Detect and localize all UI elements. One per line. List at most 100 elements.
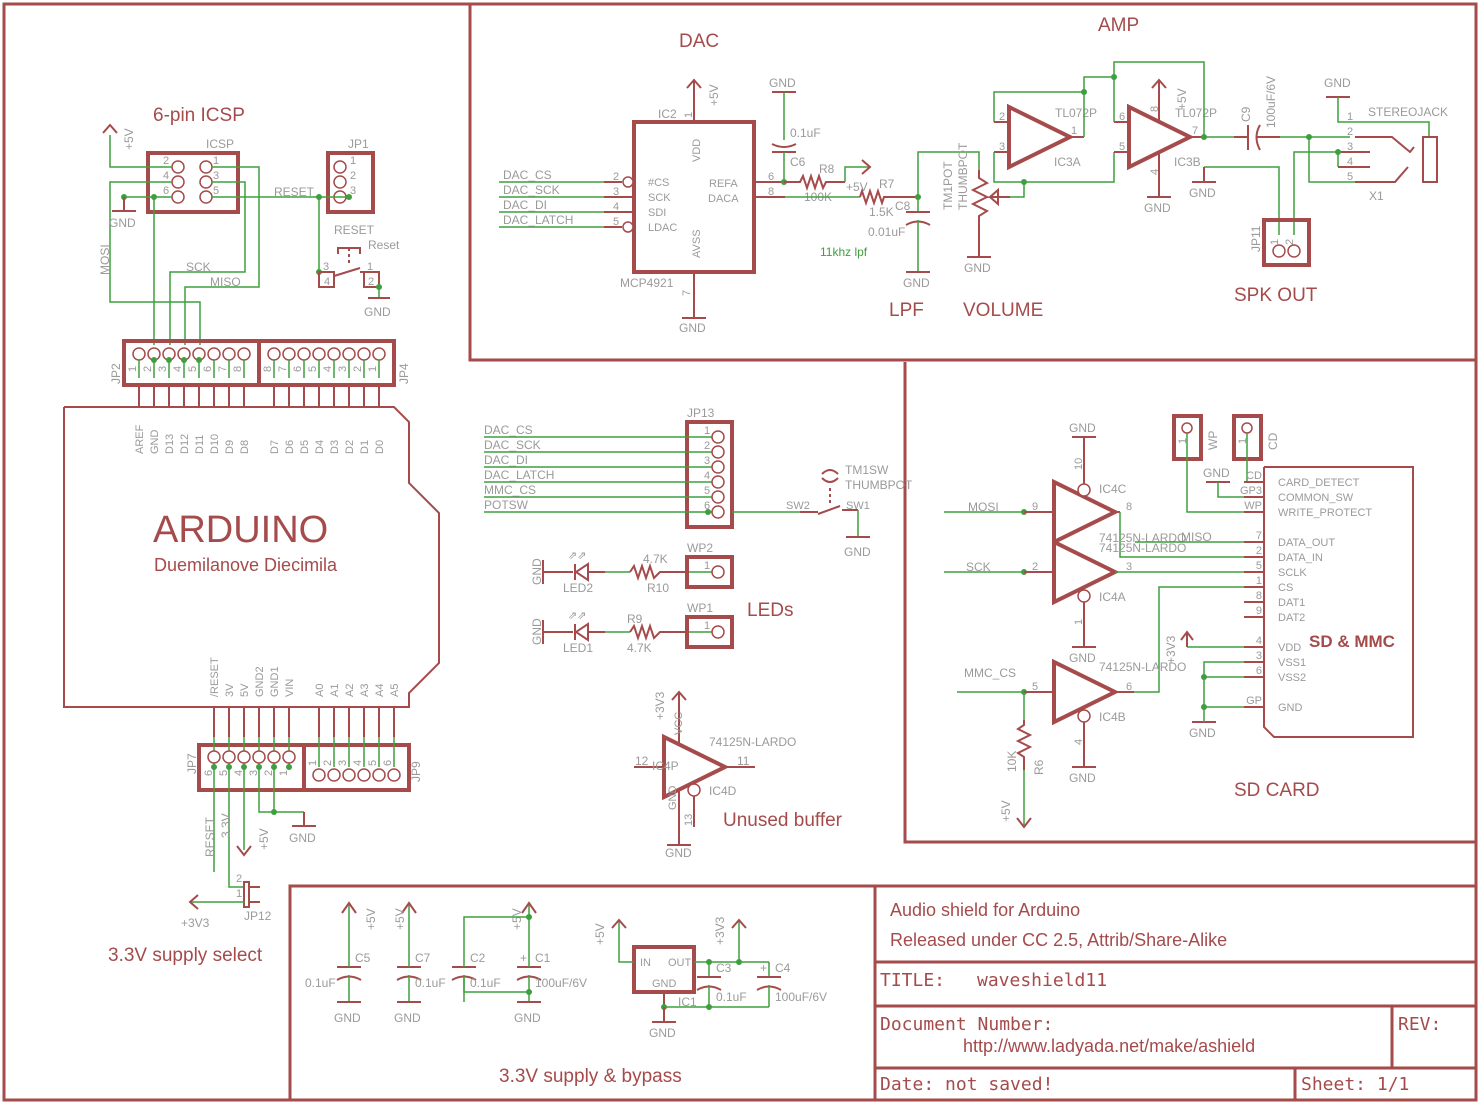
gnd-label: GND xyxy=(530,618,544,645)
svg-text:IC3B: IC3B xyxy=(1174,155,1201,169)
svg-text:IC4B: IC4B xyxy=(1099,710,1126,724)
junction xyxy=(226,764,232,770)
svg-text:C3: C3 xyxy=(716,961,732,975)
section-title-lpf: LPF xyxy=(889,300,924,321)
pin-number: 6 xyxy=(292,366,304,372)
pin-number: 3 xyxy=(613,186,619,198)
arduino-title: ARDUINO xyxy=(153,509,328,551)
title-block-line1: Audio shield for Arduino xyxy=(890,900,1080,920)
svg-text:R6: R6 xyxy=(1032,759,1046,775)
svg-text:1: 1 xyxy=(1237,438,1249,444)
led-ref: LED2 xyxy=(563,581,593,595)
svg-text:11: 11 xyxy=(737,754,750,768)
card-pin-number: 6 xyxy=(1256,665,1262,677)
pin-signal-label: A3 xyxy=(359,684,371,697)
svg-text:GND: GND xyxy=(649,1026,676,1040)
svg-text:SW1: SW1 xyxy=(846,500,870,512)
svg-text:R8: R8 xyxy=(819,162,835,176)
pin-number: 5 xyxy=(307,366,319,372)
svg-text:4: 4 xyxy=(324,276,330,288)
svg-text:GND: GND xyxy=(665,846,692,860)
svg-text:IC4C: IC4C xyxy=(1099,482,1127,496)
svg-text:0.1uF: 0.1uF xyxy=(716,990,747,1004)
svg-text:MISO: MISO xyxy=(1181,530,1212,544)
svg-text:8: 8 xyxy=(768,186,774,198)
svg-text:JP9: JP9 xyxy=(409,761,423,782)
header-pin xyxy=(237,750,251,764)
svg-text:0.01uF: 0.01uF xyxy=(868,225,905,239)
pin-signal-label: D11 xyxy=(194,435,206,454)
resistor-value: 4.7K xyxy=(643,552,668,566)
unused-buffer-ic4d: +3V3 VCC GND GND 12 11 IC4P 74125N-LARDO… xyxy=(634,690,796,860)
svg-text:SCK: SCK xyxy=(966,560,991,574)
sd-card-pins: CDCARD_DETECTGP3COMMON_SWWPWRITE_PROTECT… xyxy=(1240,470,1372,714)
thumbpot-switch: TM1SW THUMBPOT SW2 SW1 GND xyxy=(732,463,913,559)
svg-text:IC2: IC2 xyxy=(658,107,677,121)
section-title-dac: DAC xyxy=(679,31,719,52)
pin-signal-label: D8 xyxy=(239,440,251,454)
card-pin-name: WRITE_PROTECT xyxy=(1278,507,1372,519)
svg-text:3: 3 xyxy=(213,170,219,182)
net-label: DAC_DI xyxy=(484,453,528,467)
header-pin xyxy=(711,445,725,459)
led-ref: LED1 xyxy=(563,641,593,655)
pin-number: 2 xyxy=(613,171,619,183)
svg-text:Reset: Reset xyxy=(368,238,400,252)
svg-text:5: 5 xyxy=(213,185,219,197)
pin-signal-label: GND2 xyxy=(254,666,266,697)
pin-signal-label: D10 xyxy=(209,434,221,454)
pin-number: 1 xyxy=(127,366,139,372)
volume-pot: TM1POT THUMBPOT GND xyxy=(941,142,1027,275)
svg-text:3: 3 xyxy=(323,261,329,273)
pin-number: 1 xyxy=(307,760,319,766)
pin-number: 1 xyxy=(704,620,710,632)
pin-signal-label: A4 xyxy=(374,684,386,697)
header-pin xyxy=(312,347,326,361)
svg-text:SCK: SCK xyxy=(186,260,211,274)
reset-switch: RESET Reset 3 4 1 2 GND xyxy=(318,223,400,319)
svg-text:4: 4 xyxy=(1347,156,1353,168)
pin-signal-label: D3 xyxy=(329,440,341,454)
pin-name: SCK xyxy=(648,192,671,204)
pin-number: 6 xyxy=(704,500,710,512)
buffer-ic4c: GND 10 IC4C MOSI 9 8 74125N-LARDO xyxy=(944,421,1264,558)
svg-text:10: 10 xyxy=(1073,458,1085,470)
pin-number: 1 xyxy=(367,366,379,372)
resistor-icon xyxy=(629,562,688,582)
card-pin-name: CARD_DETECT xyxy=(1278,477,1360,489)
section-title-icsp: 6-pin ICSP xyxy=(153,105,245,126)
jp11-speaker-header: JP11 1 2 xyxy=(1249,218,1311,267)
inverted-pin xyxy=(622,176,634,188)
svg-text:WP: WP xyxy=(1206,431,1220,450)
wire-pad xyxy=(685,615,734,649)
svg-text:TL072P: TL072P xyxy=(1055,106,1097,120)
pin-signal-label: D13 xyxy=(164,434,176,454)
section-title-unused-buffer: Unused buffer xyxy=(723,810,843,831)
pin-number: 1 xyxy=(278,770,290,776)
card-pin-number: 2 xyxy=(1256,545,1262,557)
svg-text:ICSP: ICSP xyxy=(206,137,234,151)
card-pin-name: VDD xyxy=(1278,642,1301,654)
svg-text:12: 12 xyxy=(635,754,649,768)
svg-text:8: 8 xyxy=(1126,501,1132,513)
header-pin xyxy=(711,505,725,519)
pin-number: 4 xyxy=(172,366,184,372)
svg-text:DACA: DACA xyxy=(708,193,739,205)
led-icon xyxy=(574,562,589,582)
svg-text:GND: GND xyxy=(652,978,677,990)
svg-text:+3V3: +3V3 xyxy=(713,916,727,945)
pin-number: 2 xyxy=(704,440,710,452)
pin-signal-label: VIN xyxy=(284,679,296,697)
pin-number: 2 xyxy=(263,770,275,776)
svg-text:GND: GND xyxy=(667,786,679,811)
svg-text:R7: R7 xyxy=(879,177,895,191)
pin-number: 4 xyxy=(322,366,334,372)
cap-value: 0.1uF xyxy=(305,976,336,990)
pin-number: 3 xyxy=(337,366,349,372)
gnd-label: GND xyxy=(394,1011,421,1025)
svg-text:GND: GND xyxy=(903,276,930,290)
section-title-supply-select: 3.3V supply select xyxy=(108,945,263,966)
svg-text:GND: GND xyxy=(1069,421,1096,435)
